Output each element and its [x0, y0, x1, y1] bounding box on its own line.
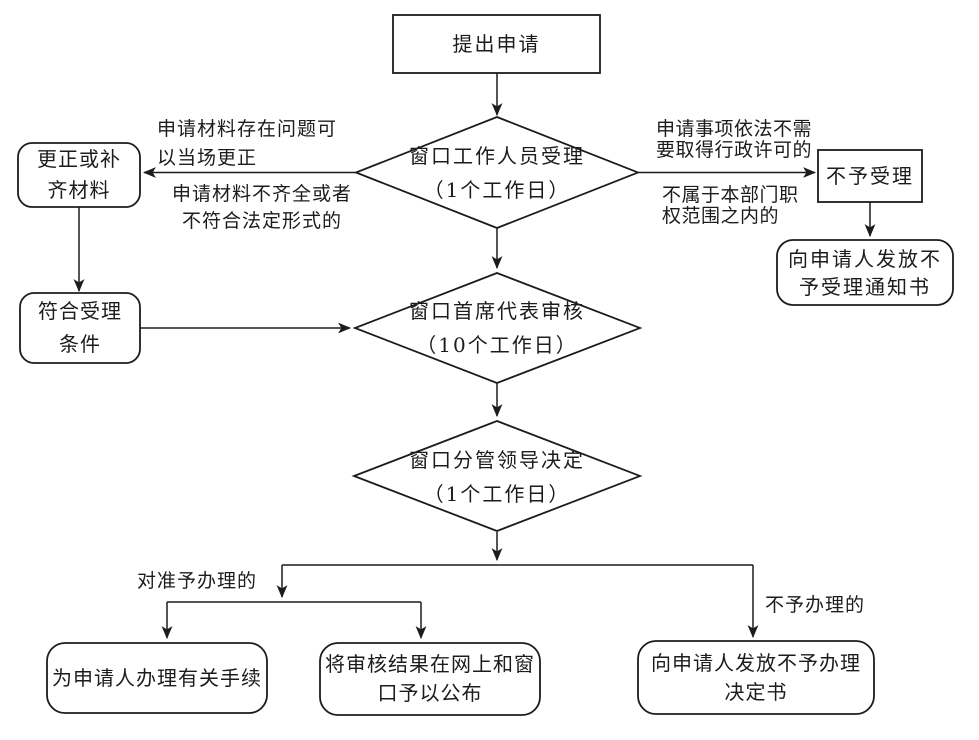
not-accepted-box-shape: [817, 149, 923, 203]
handle-procedures-box-shape: [46, 642, 268, 714]
node-chief-review: 窗口首席代表审核 （10个工作日）: [409, 299, 585, 357]
node-correct-materials: 更正或补 齐材料: [37, 147, 121, 202]
edge-label-incomplete-materials: 申请材料不齐全或者 不符合法定形式的: [171, 183, 352, 232]
node-publish-results: 将审核结果在网上和窗 口予以公布: [325, 652, 535, 705]
edge-label-no-permit-needed: 申请事项依法不需 要取得行政许可的: [656, 118, 813, 161]
not-handle-decision-box-shape: [637, 640, 875, 715]
chief-review-diamond-shape: [352, 272, 643, 384]
edge-label-approved: 对准予办理的: [137, 570, 258, 592]
node-meet-conditions: 符合受理 条件: [38, 299, 122, 356]
node-handle-procedures: 为申请人办理有关手续: [52, 665, 262, 690]
node-staff-review: 窗口工作人员受理 （1个工作日）: [409, 144, 585, 202]
submit-box-shape: [392, 14, 601, 74]
leader-decision-diamond-shape: [351, 420, 643, 532]
node-not-accepted-notice: 向申请人发放不 予受理通知书: [788, 246, 942, 299]
edge-label-not-approved: 不予办理的: [765, 594, 866, 616]
node-submit-application: 提出申请: [452, 31, 541, 56]
node-not-accepted: 不予受理: [826, 163, 914, 188]
not-accepted-notice-box-shape: [776, 239, 954, 306]
publish-results-box-shape: [319, 642, 541, 716]
node-leader-decision: 窗口分管领导决定 （1个工作日）: [409, 448, 585, 506]
edge-label-correctable-on-spot: 申请材料存在问题可 以当场更正: [157, 118, 338, 169]
edge-label-outside-jurisdiction: 不属于本部门职 权范围之内的: [662, 184, 799, 227]
correct-materials-box-shape: [17, 142, 141, 208]
staff-review-diamond-shape: [353, 116, 641, 229]
node-not-handle-decision: 向申请人发放不予办理 决定书: [651, 650, 861, 704]
meet-conditions-box-shape: [19, 292, 141, 364]
